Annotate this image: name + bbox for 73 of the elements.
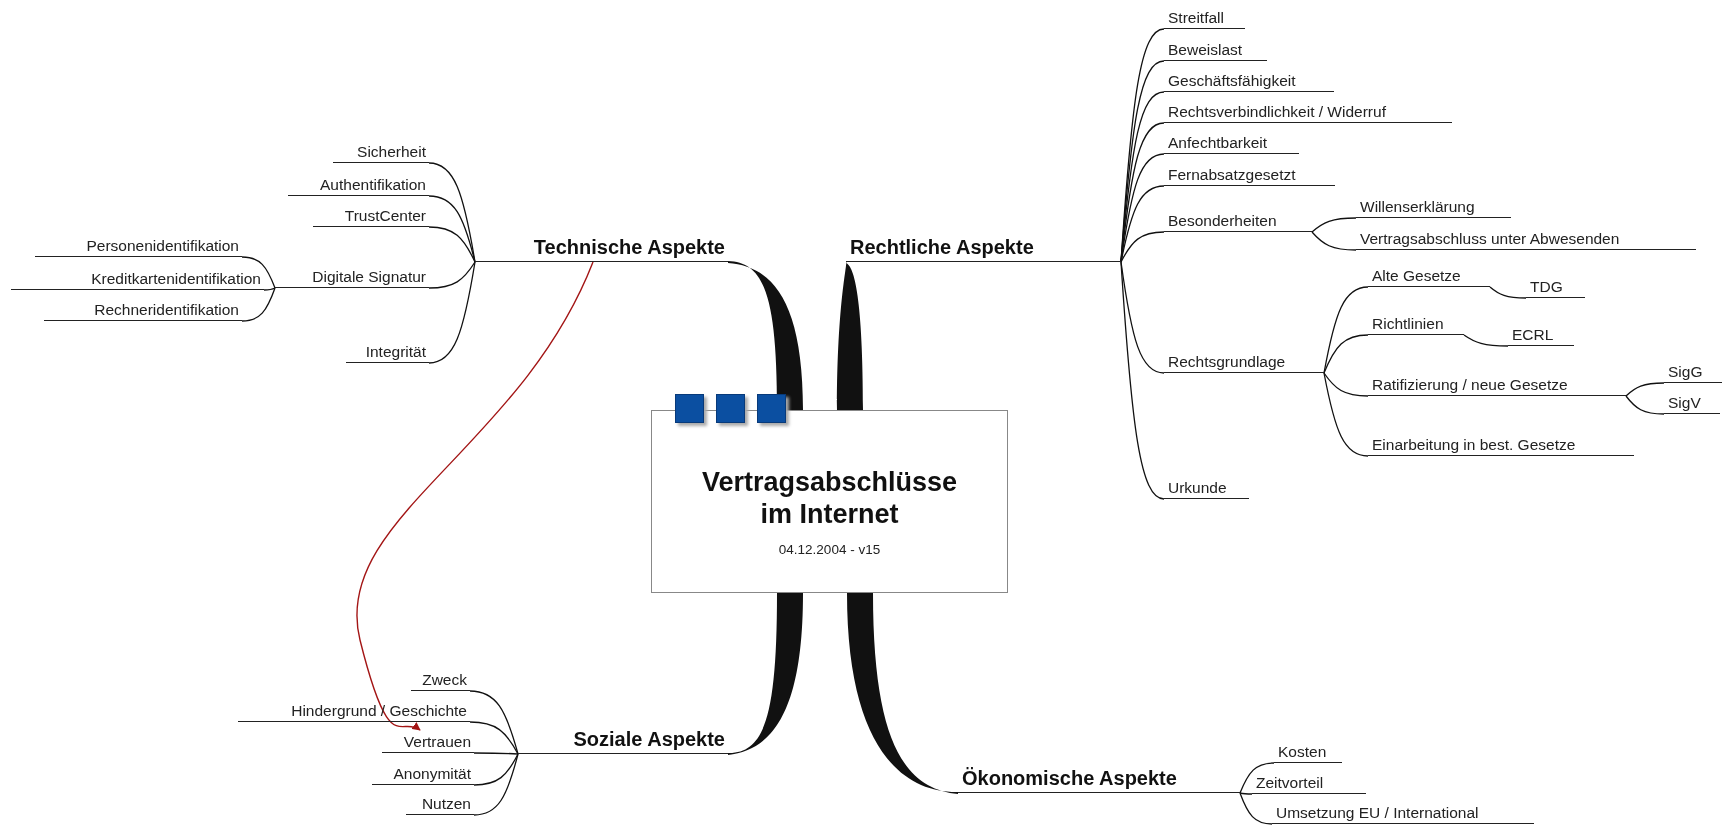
subtopic: SigG [1664,362,1722,383]
branch-line [241,256,276,289]
subtopic: Richtlinien [1368,314,1464,335]
subtopic: Kreditkartenidentifikation [11,269,264,290]
branch-line [1625,395,1665,415]
branch-line [263,287,276,291]
subtopic: Ratifizierung / neue Gesetze [1368,375,1626,396]
subtopic: TrustCenter [313,206,429,227]
branch-line [1120,261,1165,500]
branch-line [1323,372,1369,457]
subtopic: Anonymität [372,764,474,785]
subtopic: Beweislast [1164,40,1267,61]
branch-line [1323,372,1369,397]
subtopic: Nutzen [406,794,474,815]
subtopic: Digitale Signatur [275,267,429,288]
main-branch-topic: Technische Aspekte [475,235,728,262]
subtopic: Hindergrund / Geschichte [238,701,470,722]
subtopic: TDG [1526,277,1585,298]
branch-line [1323,334,1369,374]
branch-line [1239,762,1275,794]
branch-line [469,690,519,755]
subtopic: Willenserklärung [1356,197,1511,218]
main-branch-connector [728,593,803,755]
subtopic: SigV [1664,393,1720,414]
subtopic: Rechneridentifikation [44,300,242,321]
subtopic: Besonderheiten [1164,211,1312,232]
branch-line [428,261,476,289]
subtopic: Fernabsatzgesetzt [1164,165,1335,186]
subtopic: Rechtsverbindlichkeit / Widerruf [1164,102,1452,123]
version-date: 04.12.2004 - v15 [777,542,882,557]
subtopic: Umsetzung EU / International [1272,803,1534,824]
branch-line [473,753,519,786]
relation-arrow [356,261,594,731]
subtopic: Anfechtbarkeit [1164,133,1299,154]
branch-line [428,226,476,263]
branch-line [1311,217,1357,233]
subtopic: Geschäftsfähigkeit [1164,71,1334,92]
subtopic: Rechtsgrundlage [1164,352,1324,373]
branch-line [1463,334,1509,347]
main-branch-connector [837,261,863,410]
subtopic: Kosten [1274,742,1342,763]
central-topic-box [651,410,1008,593]
subtopic: Integrität [346,342,429,363]
branch-line [1489,286,1527,299]
branch-line [241,287,276,322]
subtopic: Einarbeitung in best. Gesetze [1368,435,1634,456]
branch-line [1239,792,1253,795]
subtopic: Alte Gesetze [1368,266,1490,287]
branch-line [473,752,519,755]
subtopic: Personenidentifikation [35,236,242,257]
central-topic-title: Vertragsabschlüsse im Internet [700,466,959,530]
subtopic: Authentifikation [288,175,429,196]
subtopic: Vertragsabschluss unter Abwesenden [1356,229,1696,250]
branch-line [1120,231,1165,263]
branch-line [469,721,519,755]
main-branch-connector [728,261,803,410]
branch-line [1120,122,1165,263]
branch-line [1311,231,1357,251]
main-branch-connector [847,593,958,794]
branch-line [1625,382,1665,397]
subtopic: Sicherheit [333,142,429,163]
subtopic: Zweck [411,670,470,691]
main-branch-topic: Rechtliche Aspekte [846,235,1121,262]
branch-line [428,261,476,364]
subtopic: Urkunde [1164,478,1249,499]
subtopic: Vertrauen [382,732,474,753]
branch-line [473,753,519,816]
main-branch-topic: Ökonomische Aspekte [958,766,1240,793]
subtopic: Zeitvorteil [1252,773,1366,794]
subtopic: Streitfall [1164,8,1245,29]
branch-line [1239,792,1273,825]
subtopic: ECRL [1508,325,1574,346]
main-branch-topic: Soziale Aspekte [518,727,728,754]
